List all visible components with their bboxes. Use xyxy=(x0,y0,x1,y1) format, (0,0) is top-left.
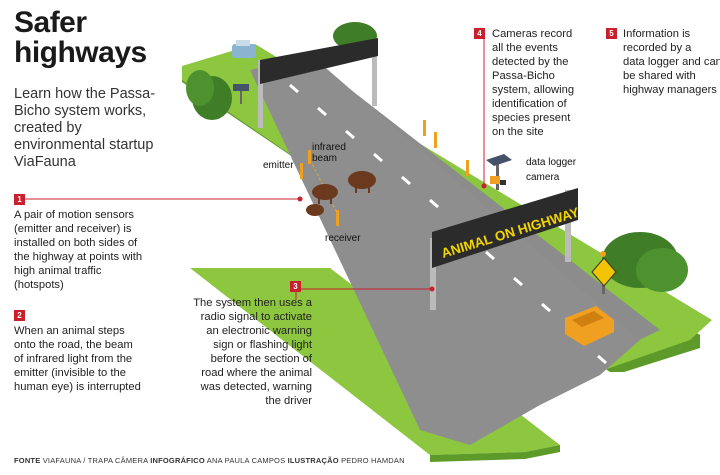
solar-post xyxy=(233,84,249,104)
step-5-line-2: recorded by a xyxy=(623,42,692,54)
step-5-line-3: data logger and can xyxy=(623,56,720,68)
step-4-badge: 4 xyxy=(474,28,485,39)
step-3-badge: 3 xyxy=(290,281,301,292)
title-line-1: Safer xyxy=(14,6,87,39)
page-title: Safer highways xyxy=(14,8,147,68)
step-1-text: A pair of motion sensors (emitter and re… xyxy=(14,209,143,291)
intro-text: Learn how the Passa-Bicho system works, … xyxy=(14,86,156,170)
infrared-label-2: beam xyxy=(312,153,338,164)
callout-lines xyxy=(25,38,487,300)
step-5-text: Information is recorded by a data logger… xyxy=(623,27,720,97)
step-4-text: Cameras record all the events detected b… xyxy=(492,28,575,138)
orange-car xyxy=(565,306,614,346)
credits-footer: FONTE VIAFAUNA / TRAPA CÂMERA INFOGRÁFIC… xyxy=(14,456,405,465)
tree-right xyxy=(602,232,688,292)
data-logger-unit xyxy=(486,154,512,190)
title-line-2: highways xyxy=(14,36,147,69)
grass-front-edge xyxy=(430,445,560,462)
step-5-line-4: be shared with xyxy=(623,70,696,82)
step-5-line-1: Information is xyxy=(623,28,691,40)
animal-crossing-sign xyxy=(591,251,617,294)
step-3-text: The system then uses a radio signal to a… xyxy=(193,297,312,407)
footer-illustration-value: PEDRO HAMDAN xyxy=(341,456,405,465)
step-2-badge: 2 xyxy=(14,310,25,321)
data-logger-label: data logger xyxy=(526,157,577,168)
camera-label: camera xyxy=(526,172,560,183)
receiver-label: receiver xyxy=(325,233,361,244)
footer-infographic-value: ANA PAULA CAMPOS xyxy=(206,456,286,465)
sensor-posts xyxy=(300,120,469,226)
infrared-label-1: infrared xyxy=(312,142,346,153)
step-5-line-5: highway managers xyxy=(623,84,717,96)
footer-source-value: VIAFAUNA / TRAPA CÂMERA xyxy=(42,456,148,465)
footer-illustration-label: ILUSTRAÇÃO xyxy=(287,456,339,465)
footer-infographic-label: INFOGRÁFICO xyxy=(150,456,205,465)
tree-left xyxy=(186,70,232,120)
step-2-text: When an animal steps onto the road, the … xyxy=(14,325,141,393)
step-1-badge: 1 xyxy=(14,194,25,205)
footer-source-label: FONTE xyxy=(14,456,41,465)
emitter-label: emitter xyxy=(263,160,294,171)
step-5-badge: 5 xyxy=(606,28,617,39)
capybaras xyxy=(306,171,376,216)
top-gantry xyxy=(258,38,378,128)
car-top xyxy=(232,40,256,58)
